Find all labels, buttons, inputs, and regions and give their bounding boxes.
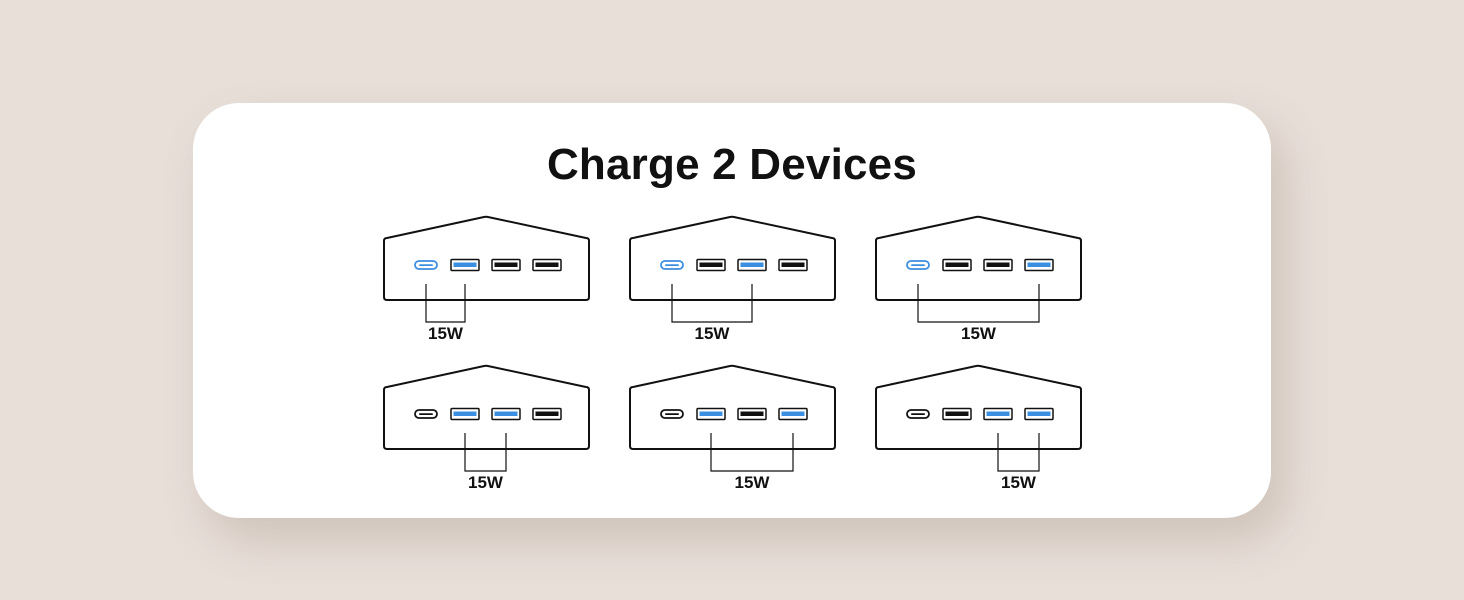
charger-diagram (383, 215, 590, 323)
usb-a-port-tongue (453, 262, 477, 267)
charger-hub: USB-CUSB-A1USB-A2USB-A315W (629, 364, 840, 495)
charger-diagram (383, 364, 590, 472)
usb-c-port-tongue (419, 264, 433, 266)
usb-c-port-tongue (665, 264, 679, 266)
usb-a-port-tongue (986, 411, 1010, 416)
usb-a-port-tongue (781, 411, 805, 416)
page-title: Charge 2 Devices (546, 140, 918, 189)
usb-a-port-tongue (699, 262, 723, 267)
usb-a-port-tongue (986, 262, 1010, 267)
usb-c-port-tongue (911, 413, 925, 415)
usb-a-port-tongue (781, 262, 805, 267)
charger-diagram (629, 215, 836, 323)
usb-a-port-tongue (494, 411, 518, 416)
charger-hub: USB-CUSB-A1USB-A2USB-A315W (383, 364, 594, 495)
charger-hub: USB-CUSB-A1USB-A2USB-A315W (875, 364, 1086, 495)
connection-bracket (710, 433, 794, 472)
charger-hub: USB-CUSB-A1USB-A2USB-A315W (875, 215, 1086, 346)
usb-a-port-tongue (494, 262, 518, 267)
usb-a-port-tongue (535, 262, 559, 267)
power-output-label: 15W (961, 324, 996, 343)
usb-a-port-tongue (1027, 262, 1051, 267)
connection-bracket (425, 284, 466, 323)
charger-hub: USB-CUSB-A1USB-A2USB-A315W (383, 215, 594, 346)
usb-a-port-tongue (945, 262, 969, 267)
usb-a-port-tongue (740, 262, 764, 267)
usb-c-port-tongue (911, 264, 925, 266)
charger-housing (383, 364, 590, 450)
connection-bracket (917, 284, 1040, 323)
usb-a-port-tongue (453, 411, 477, 416)
power-output-label: 15W (734, 473, 770, 492)
charger-housing (629, 364, 836, 450)
usb-a-port-tongue (535, 411, 559, 416)
usb-a-port-tongue (740, 411, 764, 416)
power-output-label: 15W (468, 473, 503, 492)
connection-bracket (464, 433, 507, 472)
usb-c-port-tongue (419, 413, 433, 415)
usb-a-port-tongue (1027, 411, 1051, 416)
charger-diagram (875, 215, 1082, 323)
usb-a-port-tongue (945, 411, 969, 416)
usb-c-port-tongue (665, 413, 679, 415)
charger-hub: USB-CUSB-A1USB-A2USB-A315W (629, 215, 840, 346)
connection-bracket (671, 284, 753, 323)
power-output-label: 15W (1001, 473, 1036, 492)
charger-diagram (875, 364, 1082, 472)
connection-bracket (997, 433, 1040, 472)
usb-a-port-tongue (699, 411, 723, 416)
charger-housing (383, 215, 590, 301)
power-output-label: 15W (428, 324, 463, 343)
power-output-label: 15W (694, 324, 730, 343)
charger-diagram (629, 364, 836, 472)
charger-housing (875, 364, 1082, 450)
charger-housing (875, 215, 1082, 301)
charger-housing (629, 215, 836, 301)
